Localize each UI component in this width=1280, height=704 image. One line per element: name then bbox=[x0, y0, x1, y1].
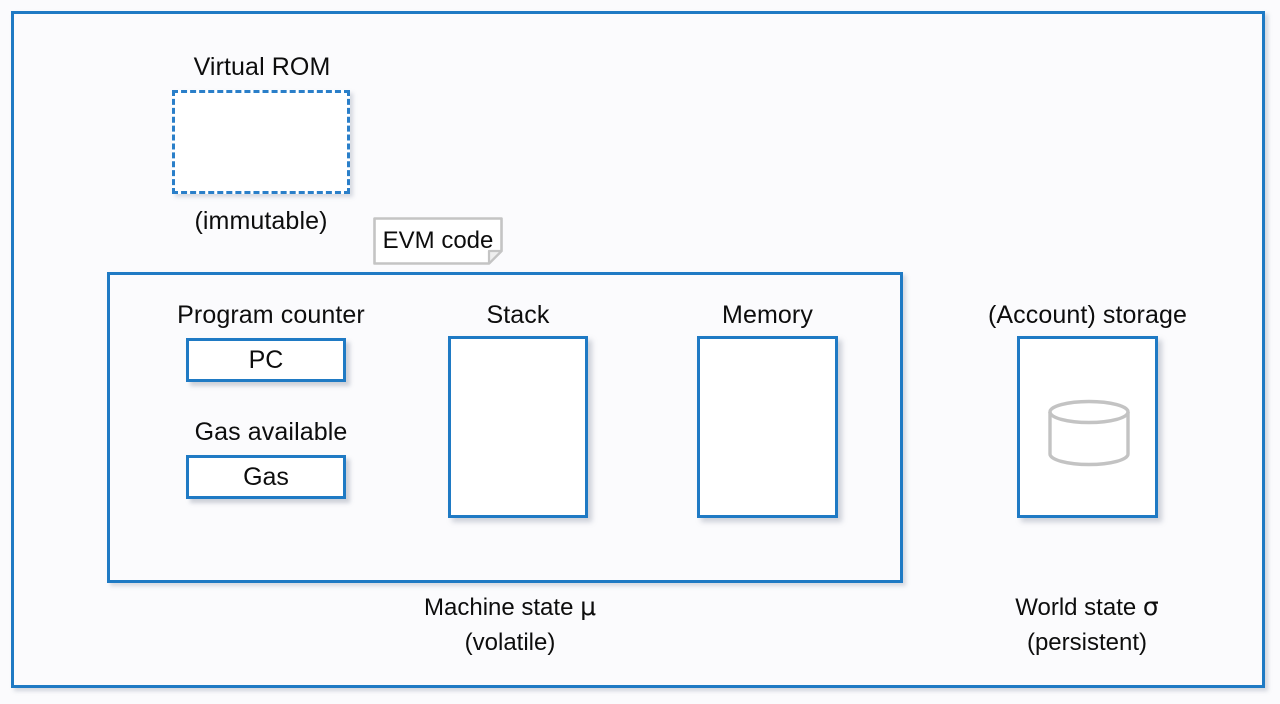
stack-title: Stack bbox=[486, 301, 550, 329]
document-folded-corner-icon bbox=[373, 217, 503, 265]
virtual-rom-title: Virtual ROM bbox=[193, 53, 331, 81]
machine-state-caption: Machine state μ bbox=[380, 592, 640, 623]
virtual-rom-dashed-container: EVM code bbox=[172, 90, 503, 265]
machine-state-symbol: μ bbox=[580, 592, 596, 621]
virtual-rom-note: (immutable) bbox=[194, 207, 328, 235]
stack-box bbox=[448, 336, 588, 518]
database-cylinder-icon bbox=[1046, 399, 1132, 467]
program-counter-box: PC bbox=[186, 338, 346, 382]
world-state-caption-text: World state bbox=[1015, 594, 1137, 621]
machine-state-caption-text: Machine state bbox=[424, 594, 574, 621]
memory-title: Memory bbox=[722, 301, 813, 329]
world-state-caption: World state σ bbox=[952, 592, 1222, 623]
gas-available-box: Gas bbox=[186, 455, 346, 499]
evm-code-document: EVM code bbox=[373, 217, 503, 265]
world-state-note: (persistent) bbox=[1026, 629, 1148, 656]
program-counter-title: Program counter bbox=[177, 301, 365, 329]
machine-state-note: (volatile) bbox=[464, 629, 556, 656]
account-storage-title: (Account) storage bbox=[987, 301, 1187, 329]
world-state-symbol: σ bbox=[1142, 592, 1159, 621]
evm-code-label: EVM code bbox=[382, 227, 494, 254]
gas-available-title: Gas available bbox=[194, 418, 348, 446]
memory-box bbox=[697, 336, 838, 518]
